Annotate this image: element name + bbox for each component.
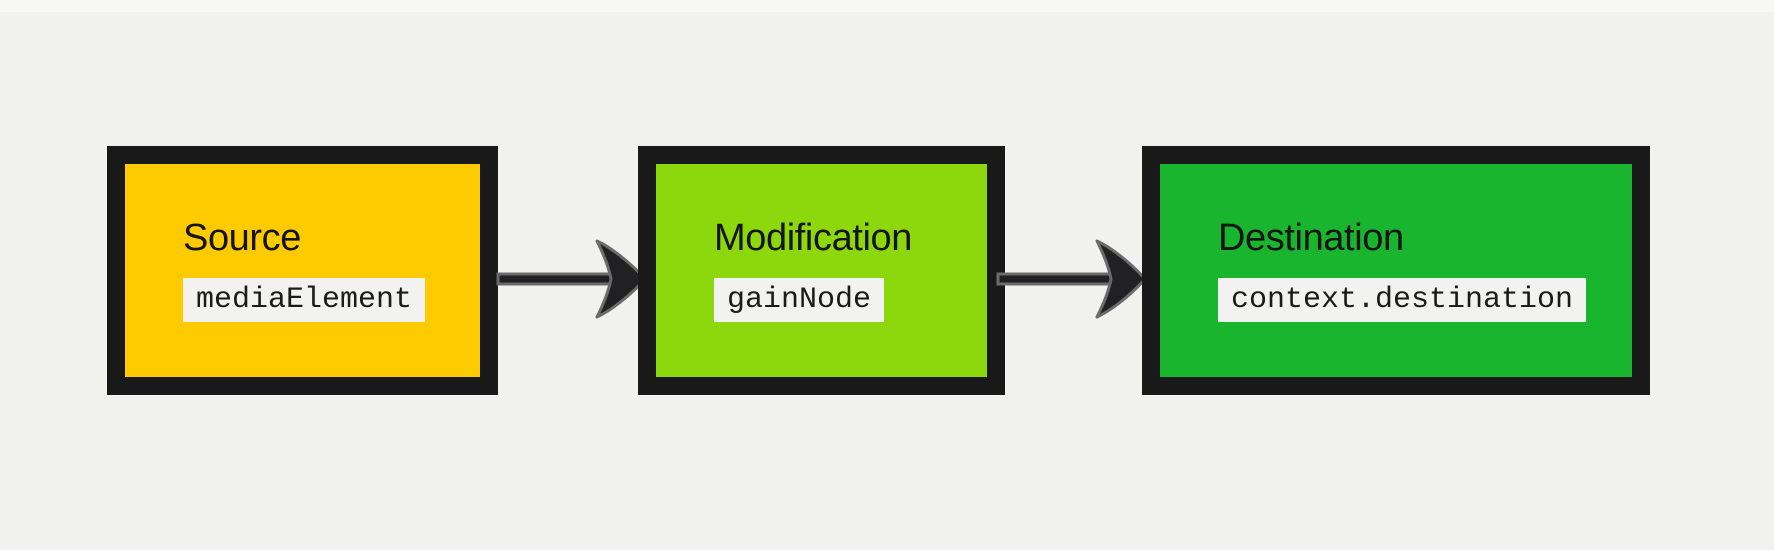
node-source: Source mediaElement: [107, 146, 498, 395]
node-destination-content: Destination context.destination: [1160, 164, 1632, 322]
arrow-source-to-modification-icon: [496, 239, 647, 319]
node-source-code: mediaElement: [183, 277, 426, 322]
arrow-shaft: [996, 272, 1114, 286]
node-destination-label: Destination: [1218, 217, 1404, 259]
node-destination: Destination context.destination: [1142, 146, 1650, 395]
arrow-shaft: [496, 272, 614, 286]
arrow-head: [595, 239, 647, 319]
node-destination-code: context.destination: [1218, 277, 1587, 322]
page-top-edge: [0, 0, 1774, 12]
node-modification-content: Modification gainNode: [656, 164, 987, 322]
node-source-content: Source mediaElement: [125, 164, 480, 322]
arrow-modification-to-destination-icon: [996, 239, 1147, 319]
node-source-label: Source: [183, 217, 302, 259]
node-modification-code: gainNode: [714, 277, 885, 322]
node-modification-label: Modification: [714, 217, 912, 259]
node-modification: Modification gainNode: [638, 146, 1005, 395]
arrow-head: [1095, 239, 1147, 319]
